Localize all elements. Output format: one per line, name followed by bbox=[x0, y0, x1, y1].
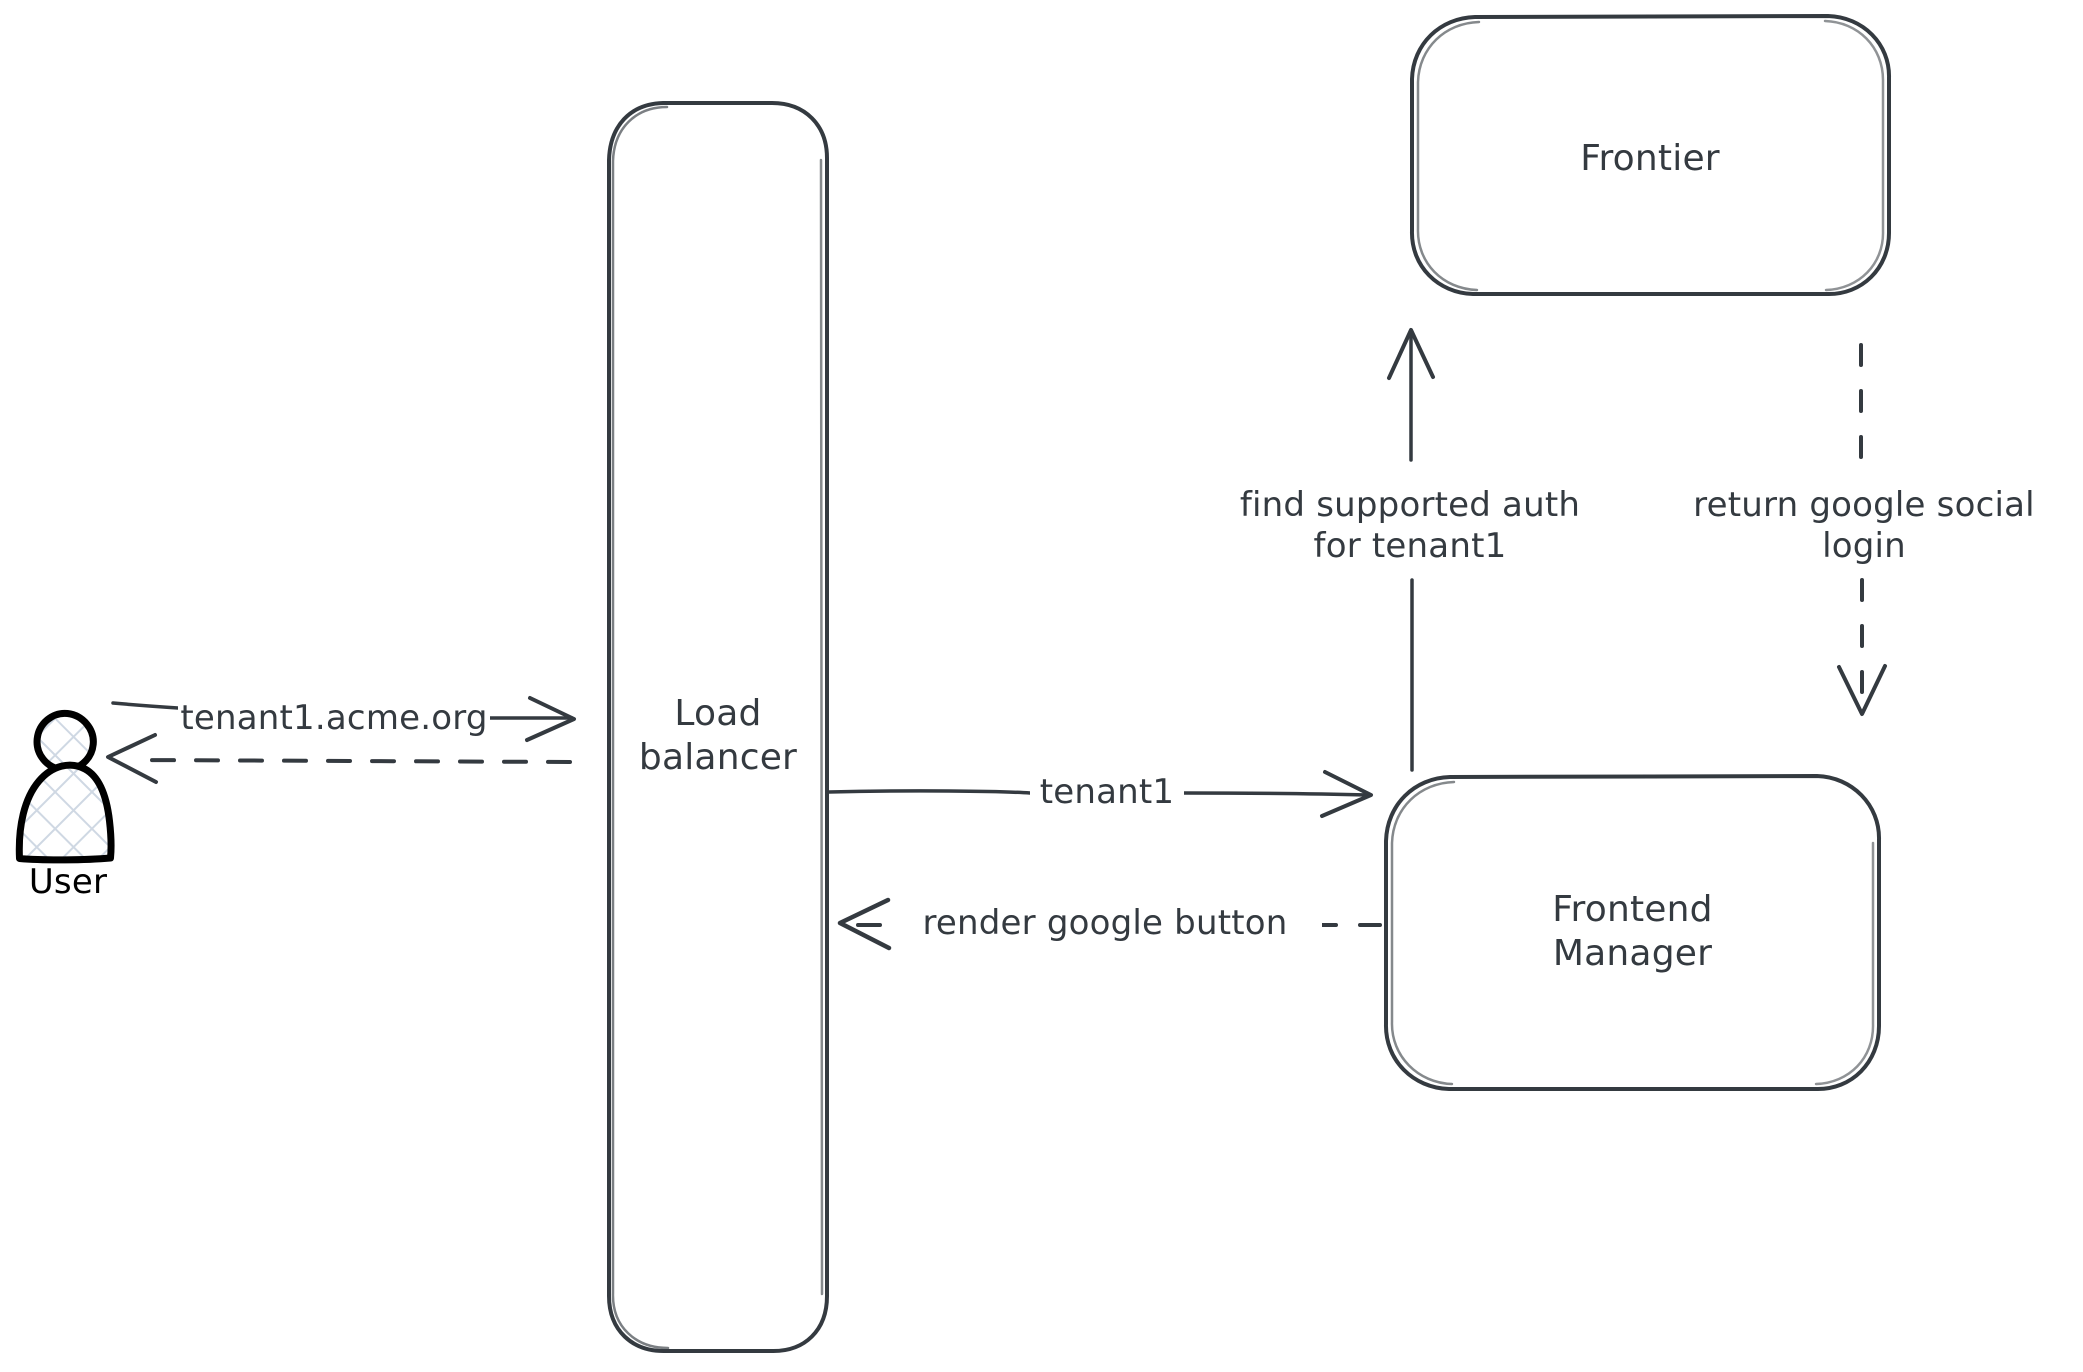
edge-frontendmanager-to-loadbalancer bbox=[837, 897, 1382, 951]
user-actor-label: User bbox=[28, 862, 108, 902]
edge-label-tenant-acme-org: tenant1.acme.org bbox=[178, 698, 490, 740]
edge-frontendmanager-to-frontier bbox=[1387, 328, 1435, 772]
edge-loadbalancer-to-frontendmanager bbox=[827, 770, 1373, 818]
edge-label-tenant1: tenant1 bbox=[1030, 772, 1184, 814]
edge-loadbalancer-to-user bbox=[106, 733, 572, 784]
edge-label-return-google-social-login: return google social login bbox=[1655, 485, 2073, 568]
frontier-label: Frontier bbox=[1580, 138, 1720, 179]
frontend-manager-shape[interactable] bbox=[1383, 774, 1882, 1092]
frontend-manager-label: Frontend Manager bbox=[1552, 889, 1713, 974]
edge-frontier-to-frontendmanager bbox=[1837, 343, 1887, 716]
user-actor-figure bbox=[15, 709, 115, 864]
edge-label-render-google-button: render google button bbox=[888, 903, 1322, 945]
load-balancer-shape[interactable] bbox=[607, 101, 829, 1354]
load-balancer-label: Load balancer bbox=[638, 693, 798, 778]
edge-label-find-supported-auth: find supported auth for tenant1 bbox=[1200, 485, 1620, 568]
frontier-shape[interactable] bbox=[1409, 14, 1892, 297]
